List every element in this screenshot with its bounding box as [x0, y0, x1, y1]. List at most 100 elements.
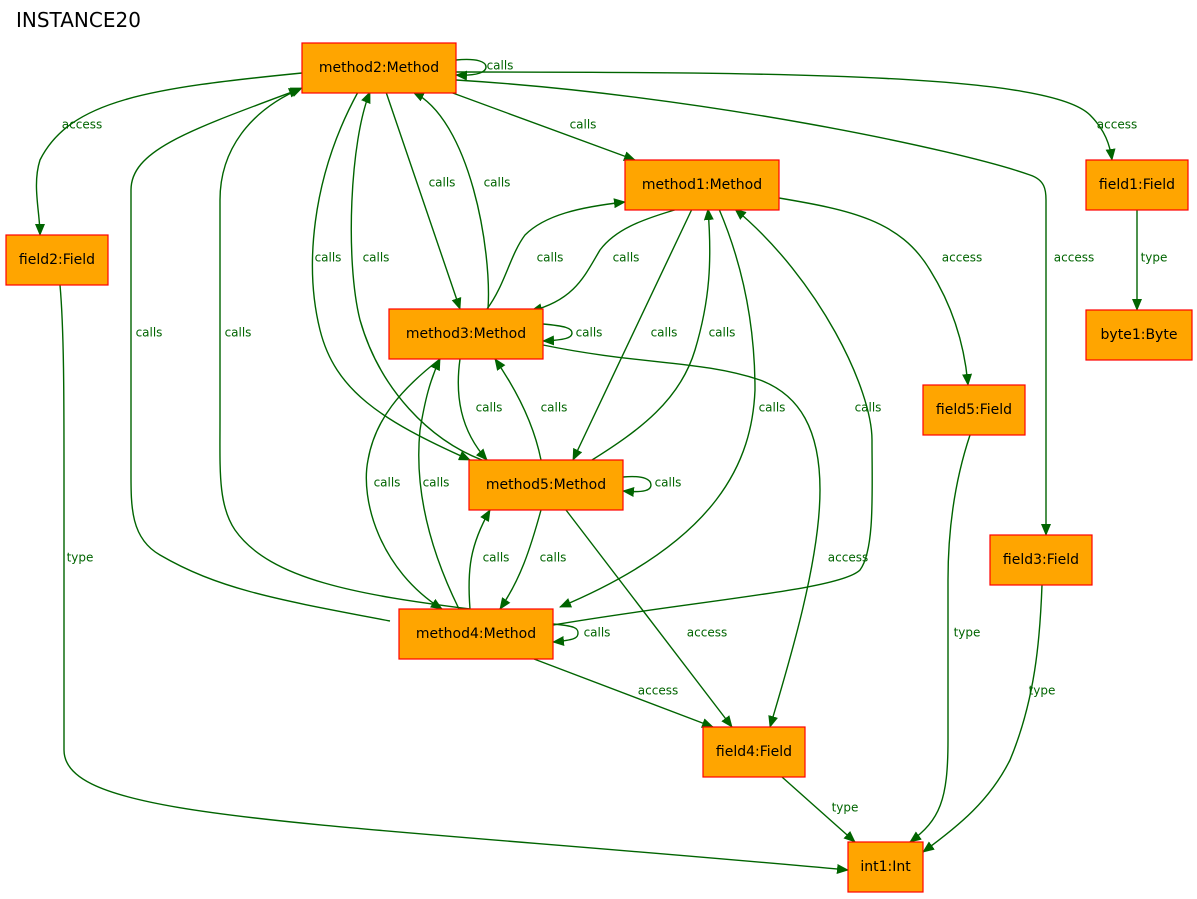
edge-method2-to-field1: access	[455, 71, 1137, 161]
edge-method3-to-method3: calls	[542, 323, 603, 346]
edge-method3-to-method2: calls	[412, 91, 510, 310]
edge-method5-to-method5: calls	[622, 475, 681, 497]
edge-line	[457, 358, 488, 461]
edge-method4-to-method4: calls	[552, 623, 610, 646]
node-label: method4:Method	[416, 626, 536, 642]
edge-label: type	[1141, 251, 1168, 265]
edge-label: calls	[483, 551, 510, 565]
edge-field4-to-int1: type	[781, 776, 859, 843]
edge-method2-to-method3: calls	[385, 91, 462, 310]
edge-method3-to-method1: calls	[486, 198, 626, 310]
edge-line	[219, 87, 471, 610]
node-box	[702, 726, 806, 778]
edge-label: calls	[136, 326, 163, 340]
node-box	[5, 234, 109, 286]
node-int1: int1:Int	[847, 841, 924, 893]
edge-line	[778, 197, 973, 386]
edge-label: access	[942, 251, 982, 265]
edge-method4-to-method2: calls	[219, 87, 471, 610]
node-method5: method5:Method	[468, 459, 624, 511]
edge-method3-to-method4: calls	[365, 358, 443, 610]
edge-line	[542, 323, 573, 346]
edge-line	[591, 208, 714, 461]
edge-label: calls	[487, 59, 514, 73]
edge-label: calls	[855, 401, 882, 415]
node-label: field5:Field	[936, 402, 1012, 418]
edge-line	[59, 284, 849, 874]
edge-label: type	[832, 801, 859, 815]
node-field3: field3:Field	[989, 534, 1093, 586]
node-box	[468, 459, 624, 511]
edge-method3-to-method5: calls	[457, 358, 502, 461]
edge-label: access	[687, 626, 727, 640]
node-label: method1:Method	[642, 177, 762, 193]
edge-method5-to-method3: calls	[494, 358, 568, 461]
node-label: int1:Int	[860, 859, 911, 875]
edge-label: access	[62, 118, 102, 132]
node-label: field4:Field	[716, 744, 792, 760]
node-byte1: byte1:Byte	[1085, 309, 1193, 361]
edge-label: calls	[423, 476, 450, 490]
edge-line	[530, 208, 679, 314]
edge-method4-to-method2: calls	[130, 88, 391, 622]
node-label: field2:Field	[19, 252, 95, 268]
edge-line	[559, 208, 756, 608]
edge-line	[922, 584, 1043, 853]
edge-label: calls	[540, 551, 567, 565]
edge-field5-to-int1: type	[909, 434, 980, 843]
node-method1: method1:Method	[624, 159, 780, 211]
edge-line	[572, 208, 693, 461]
edge-method1-to-method5: calls	[572, 208, 693, 461]
edge-line	[418, 358, 460, 610]
edge-method4-to-method1: calls	[552, 208, 882, 626]
edge-line	[385, 91, 462, 310]
edge-label: calls	[315, 251, 342, 265]
edge-method2-to-field3: access	[455, 79, 1094, 536]
node-box	[989, 534, 1093, 586]
edge-label: calls	[576, 326, 603, 340]
node-box	[398, 608, 554, 660]
edge-method4-to-field4: access	[533, 658, 714, 728]
edge-label: calls	[613, 251, 640, 265]
edge-line	[449, 91, 636, 161]
edge-label: type	[1029, 684, 1056, 698]
edge-label: type	[67, 551, 94, 565]
node-field2: field2:Field	[5, 234, 109, 286]
edge-method5-to-field4: access	[565, 509, 733, 728]
node-label: byte1:Byte	[1101, 327, 1178, 343]
edge-label: access	[1054, 251, 1094, 265]
edge-label: calls	[651, 326, 678, 340]
edge-label: calls	[429, 176, 456, 190]
node-box	[301, 42, 457, 94]
diagram-title: INSTANCE20	[16, 8, 141, 32]
edge-label: access	[638, 684, 678, 698]
node-label: method2:Method	[319, 60, 439, 76]
edge-line	[412, 91, 490, 310]
edge-method1-to-method3: calls	[530, 208, 679, 314]
edge-method2-to-method1: calls	[449, 91, 636, 161]
edge-label: calls	[374, 476, 401, 490]
edge-label: calls	[541, 401, 568, 415]
edge-line	[486, 198, 626, 310]
edge-line	[565, 509, 733, 728]
node-method3: method3:Method	[388, 308, 544, 360]
edge-method5-to-method1: calls	[591, 208, 735, 461]
edge-method4-to-method3: calls	[418, 358, 460, 610]
edge-field3-to-int1: type	[922, 584, 1056, 853]
edge-label: calls	[363, 251, 390, 265]
node-box	[1085, 309, 1193, 361]
edge-method2-to-method5: calls	[311, 91, 471, 461]
edge-line	[468, 509, 491, 610]
node-method2: method2:Method	[301, 42, 457, 94]
node-box	[624, 159, 780, 211]
edge-method3-to-field4: access	[542, 344, 868, 728]
node-box	[922, 384, 1026, 436]
node-method4: method4:Method	[398, 608, 554, 660]
edge-line	[622, 475, 652, 497]
edge-method1-to-field5: access	[778, 197, 982, 386]
edge-line	[533, 658, 714, 728]
edge-line	[34, 72, 303, 236]
edge-method2-to-method2: calls	[455, 59, 514, 81]
edge-method2-to-field2: access	[34, 72, 303, 236]
